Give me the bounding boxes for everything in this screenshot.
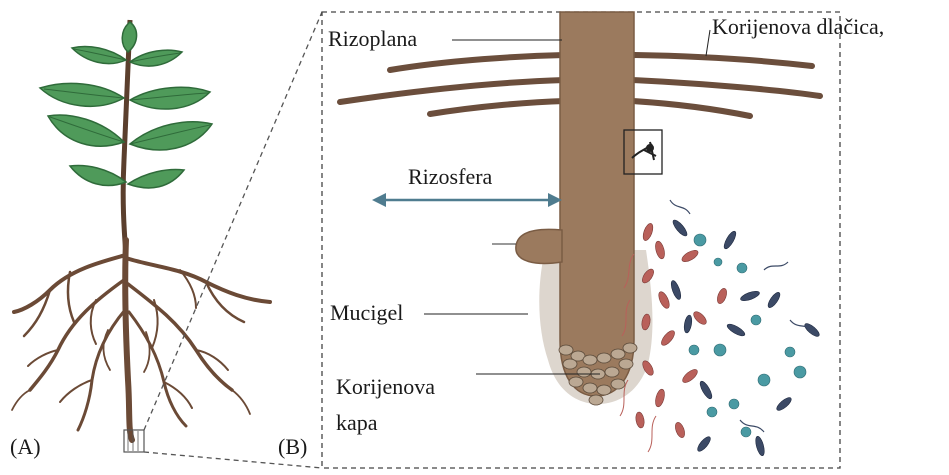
inset-organism-icon [632,142,656,160]
rhizosphere-arrow [372,193,562,207]
mucigel-label: Mucigel [330,300,403,325]
zoom-line-top [144,12,322,430]
plant-stem [123,20,130,255]
root-cap-label-line2: kapa [336,410,378,435]
root-cap-label-line1: Korijenova [336,374,435,399]
lateral-root-bud [516,229,562,263]
root-body [560,12,634,396]
plant-illustration [12,20,270,452]
plant-roots [12,240,270,440]
rhizoplane-label: Rizoplana [328,26,417,51]
root-hair-pointer [706,30,710,56]
panel-b-label: (B) [278,434,307,459]
rhizosphere-label: Rizosfera [408,164,492,189]
root-hair-label: Korijenova dlačica, [712,14,884,39]
panel-a-label: (A) [10,434,41,459]
